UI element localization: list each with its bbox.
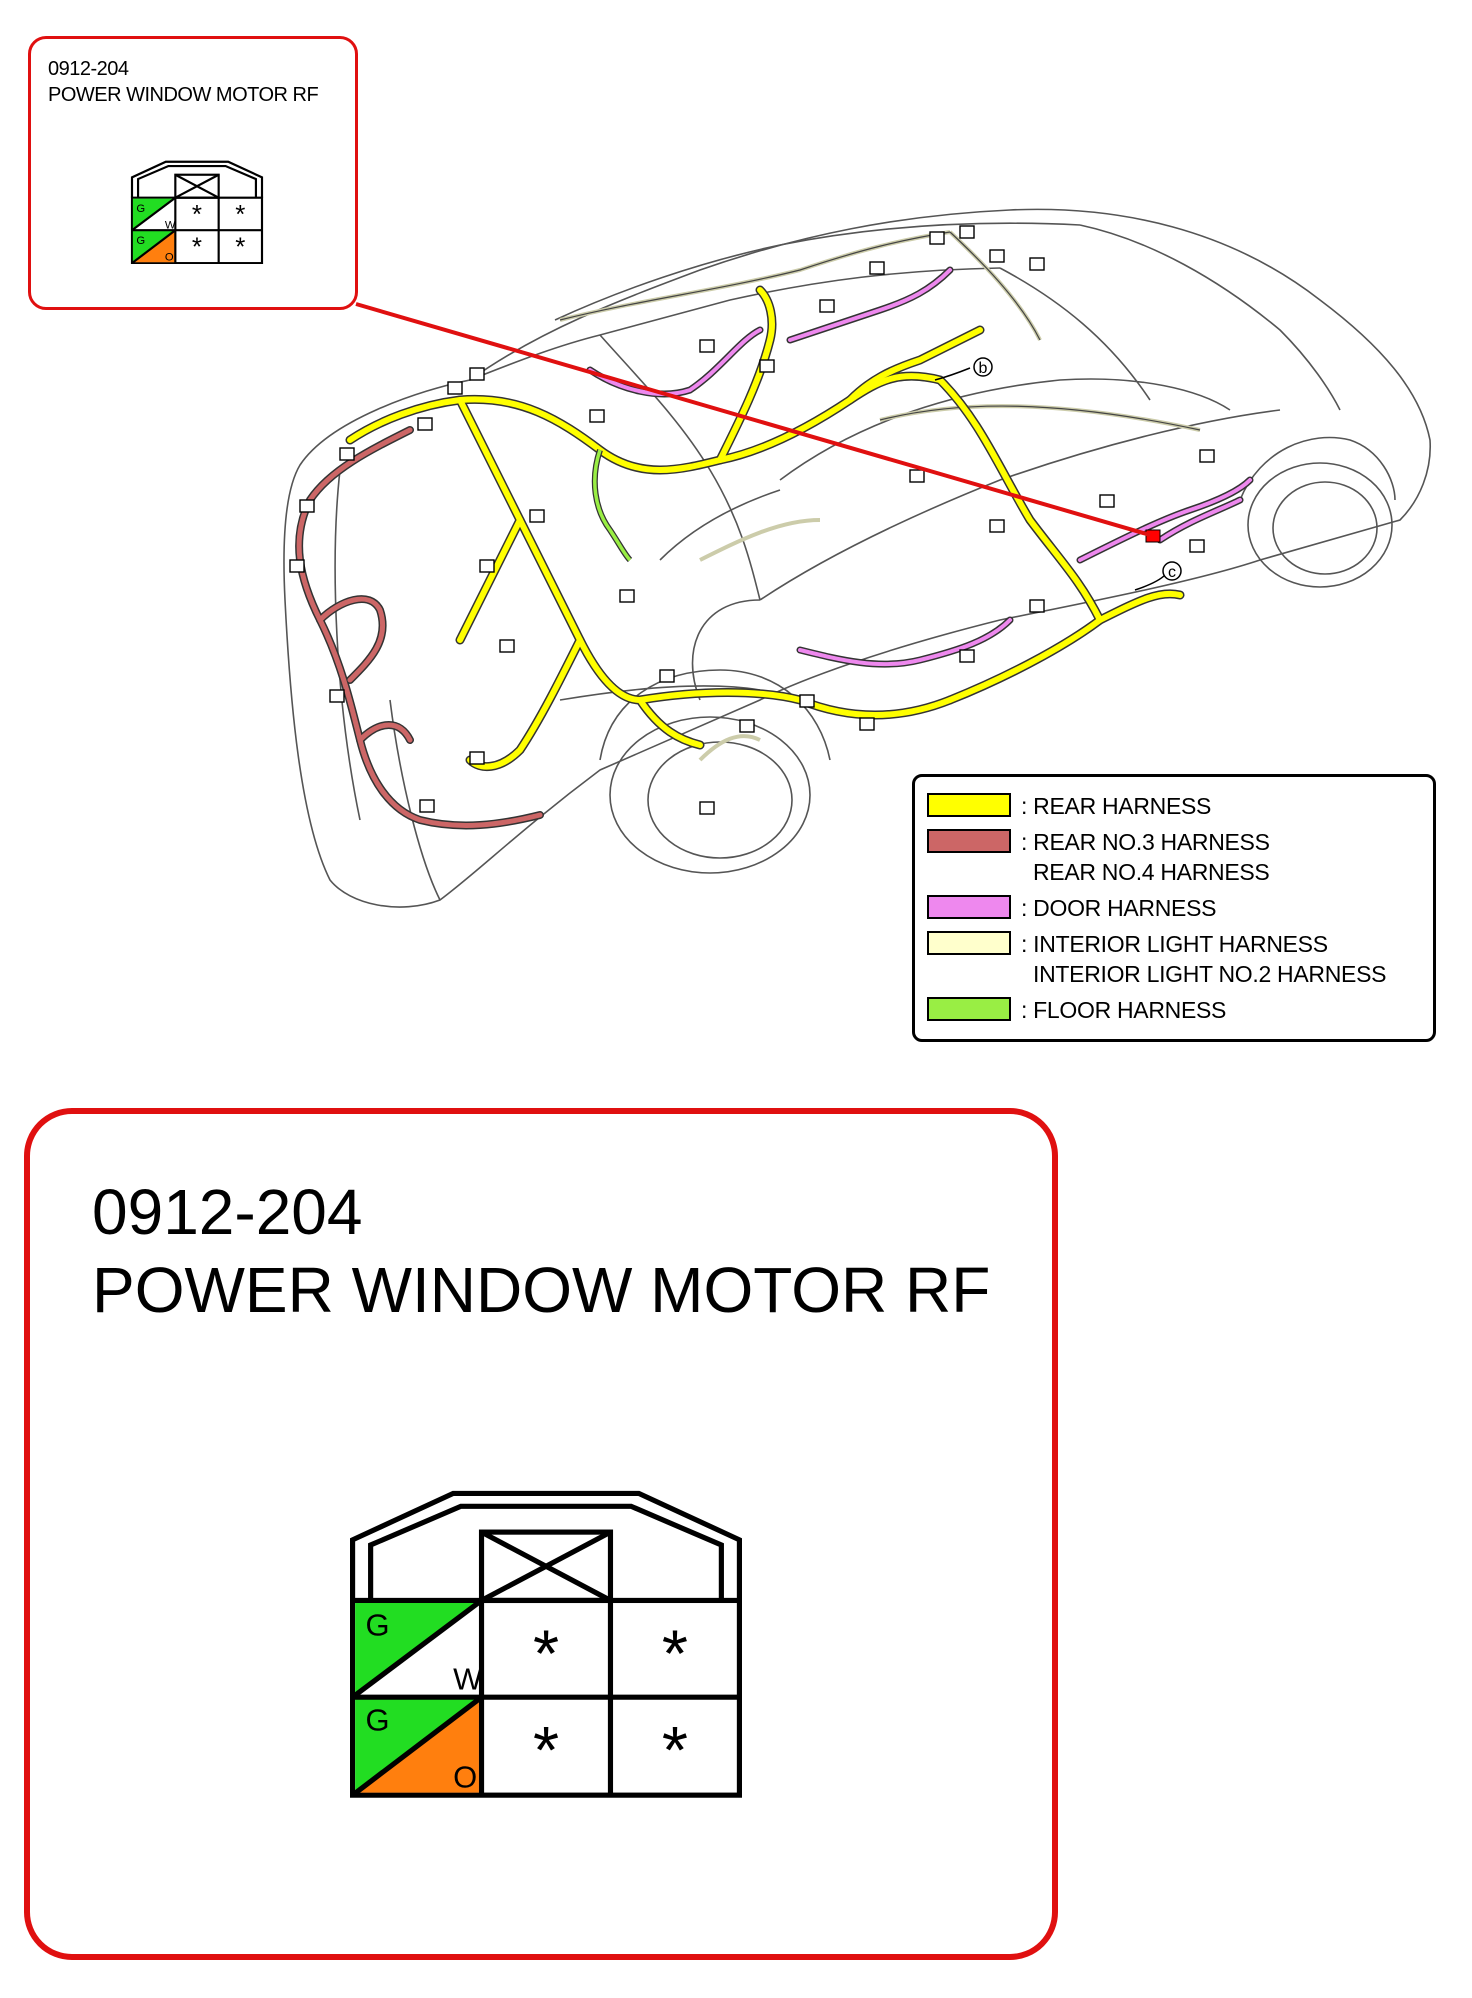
unused-pin-mark: *	[533, 1713, 559, 1788]
svg-text:W: W	[165, 219, 176, 231]
rear-no3-harness-wires	[295, 426, 544, 830]
svg-text:G: G	[136, 203, 145, 215]
harness-legend: : REAR HARNESS : REAR NO.3 HARNESS REAR …	[912, 774, 1436, 1042]
floor-harness-wire	[591, 449, 633, 563]
car-body-outline	[283, 208, 1431, 908]
legend-swatch	[927, 997, 1011, 1021]
pin-1-wire-bottom: W	[453, 1661, 483, 1696]
svg-text:O: O	[165, 252, 174, 264]
callout-c: c	[1134, 561, 1182, 591]
rear-harness-wires	[345, 285, 1185, 772]
connector-inset-box	[28, 36, 358, 310]
connector-name: POWER WINDOW MOTOR RF	[92, 1254, 991, 1326]
legend-swatch	[927, 895, 1011, 919]
svg-text:*: *	[192, 199, 202, 229]
leader-line	[355, 302, 1151, 537]
callout-c-label: c	[1168, 564, 1176, 581]
car-harness-diagram: b c	[283, 208, 1431, 908]
legend-swatch	[927, 793, 1011, 817]
pin-1-wire-top: G	[365, 1607, 389, 1642]
pin-1-color-top	[355, 1603, 479, 1696]
door-harness-wires	[586, 266, 1254, 668]
svg-text:*: *	[235, 231, 245, 261]
unused-pin-mark: *	[662, 1617, 688, 1692]
inset-connector-code: 0912-204	[48, 58, 129, 80]
connector-face-diagram: G W G O * * * *	[350, 1490, 742, 1798]
inset-connector-face: G W G O * * * *	[130, 160, 264, 264]
unused-pin-mark: *	[533, 1617, 559, 1692]
svg-text:G: G	[136, 235, 145, 247]
svg-text:*: *	[235, 199, 245, 229]
connector-code: 0912-204	[92, 1176, 363, 1248]
unused-pin-mark: *	[662, 1713, 688, 1788]
legend-swatch	[927, 829, 1011, 853]
pin-2-wire-bottom: O	[453, 1759, 477, 1794]
callout-b-label: b	[979, 360, 988, 377]
inset-connector-name: POWER WINDOW MOTOR RF	[48, 84, 319, 106]
pin-2-color-top	[355, 1698, 479, 1793]
legend-swatch	[927, 931, 1011, 955]
callout-b: b	[934, 357, 993, 381]
pin-2-wire-top: G	[365, 1703, 389, 1738]
svg-text:*: *	[192, 231, 202, 261]
harness-connectors	[289, 225, 1215, 815]
